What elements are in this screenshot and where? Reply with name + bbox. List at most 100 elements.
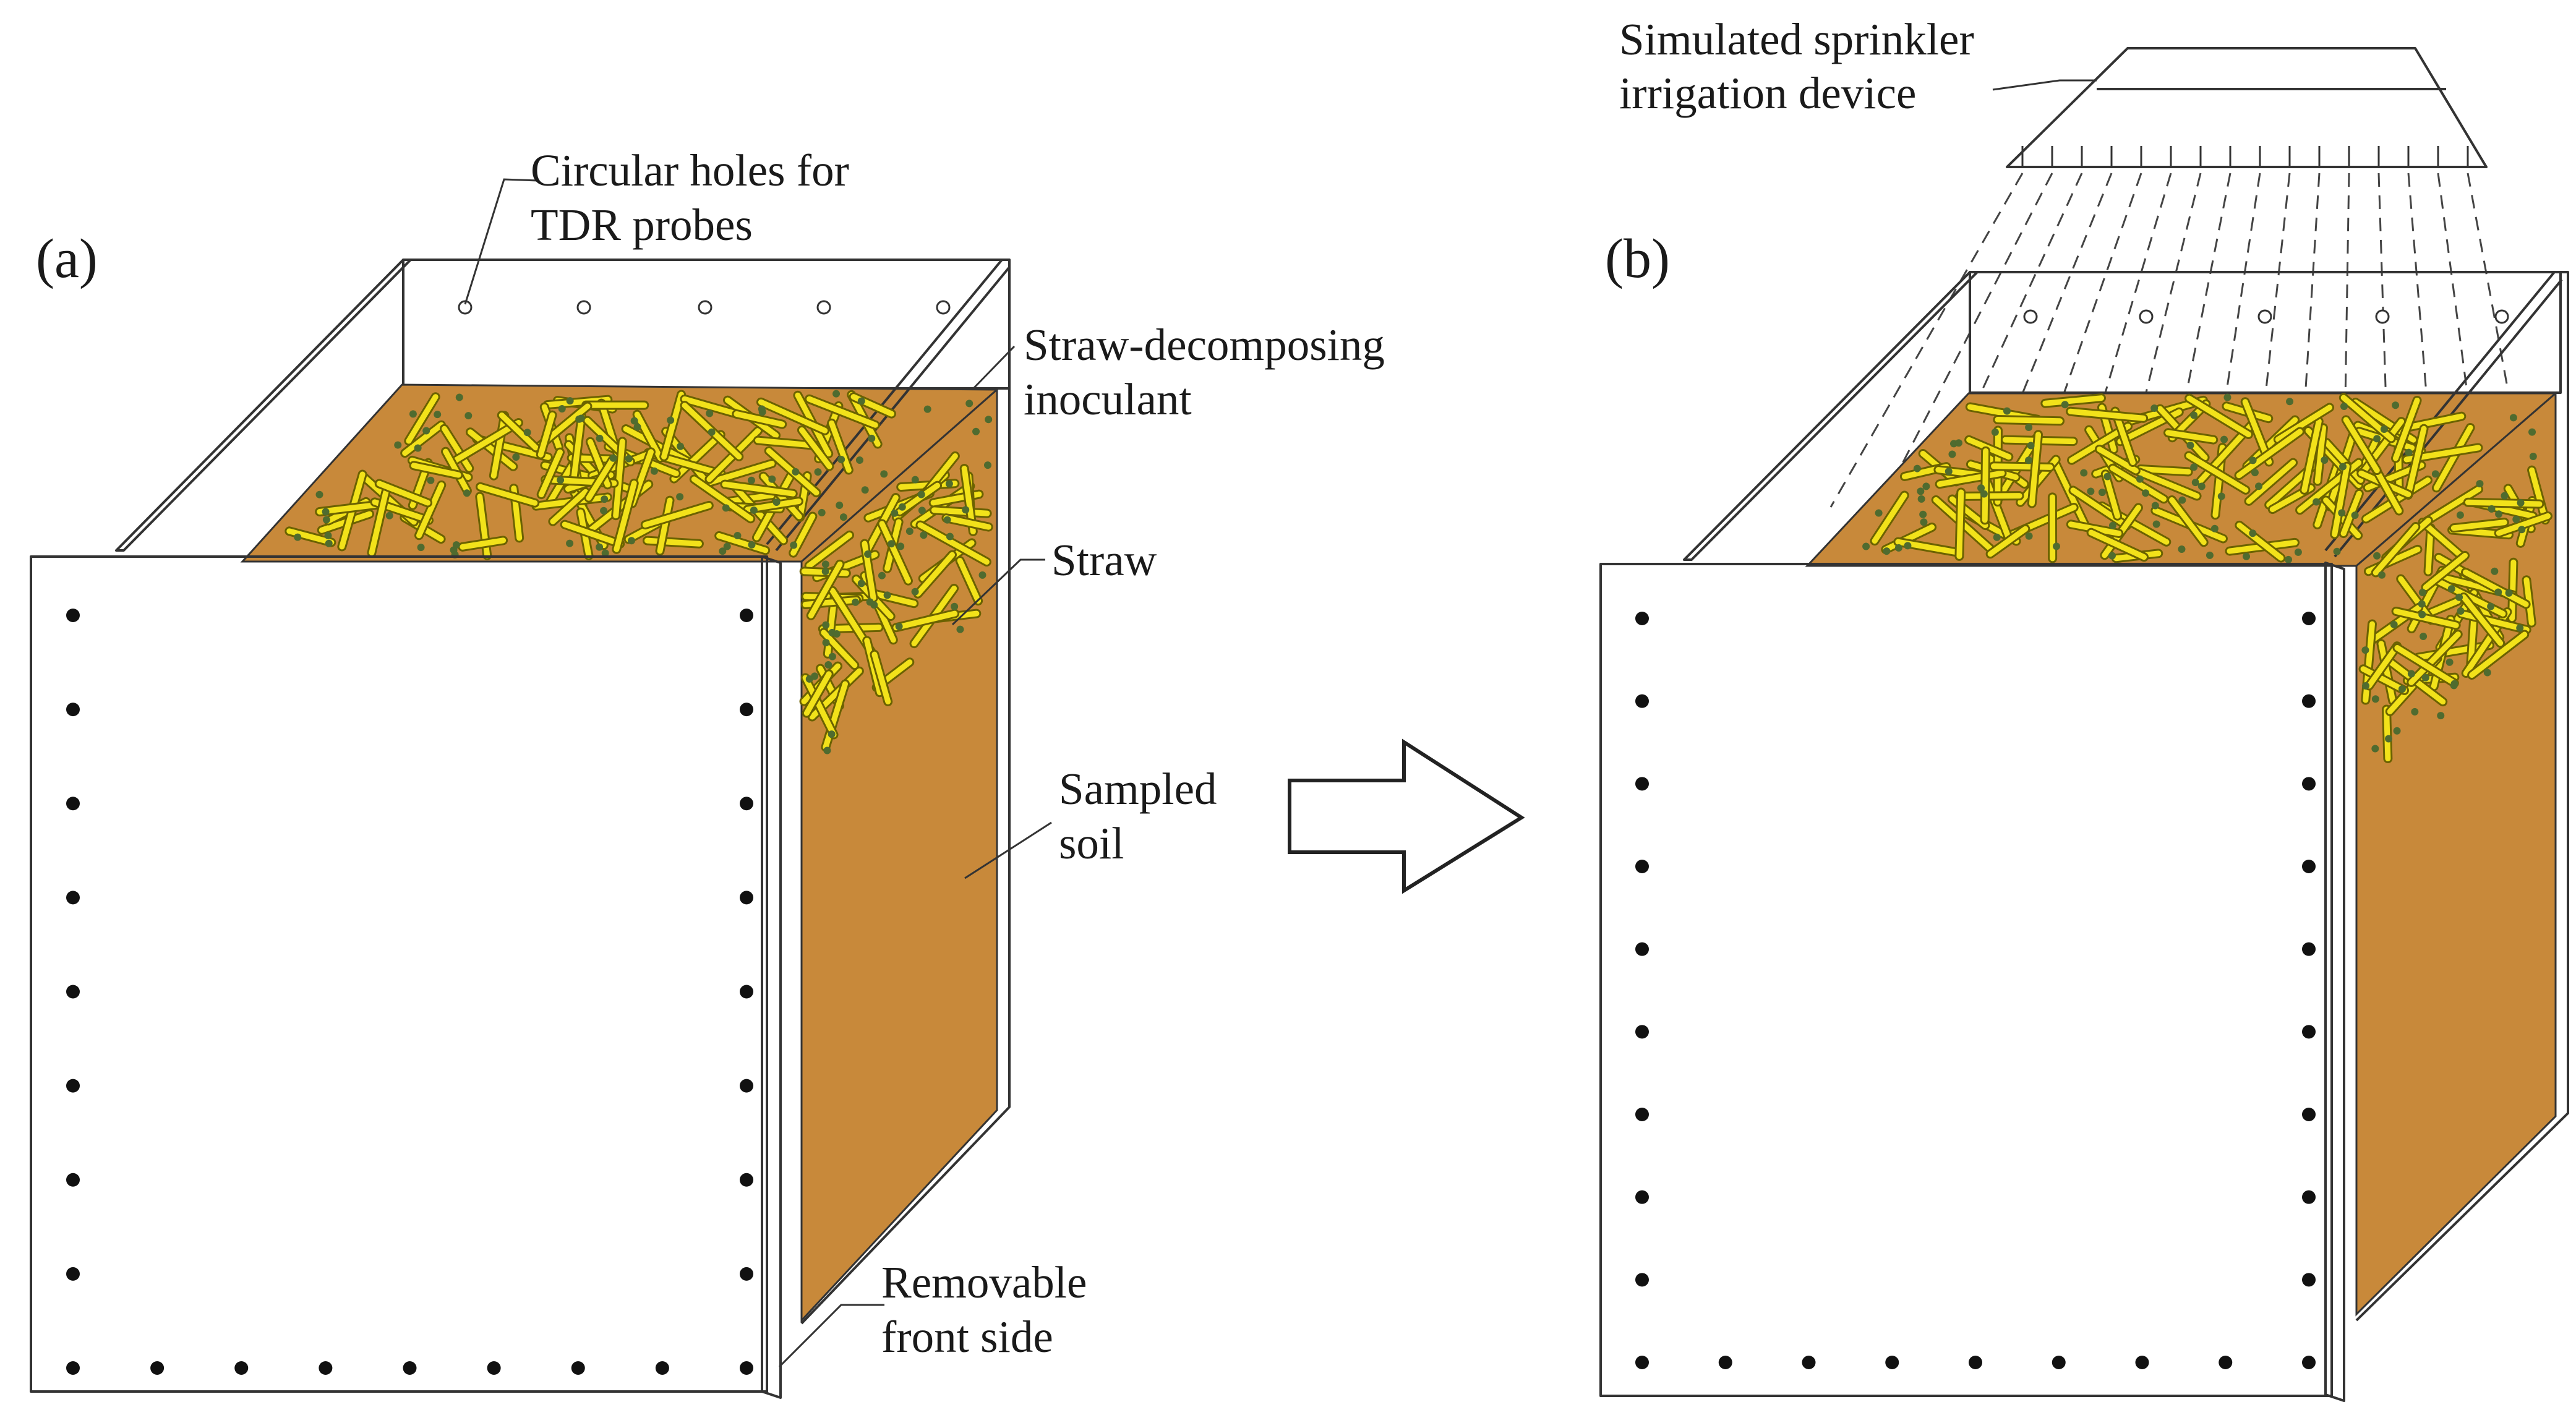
straw: [537, 412, 555, 458]
inoculant-dot: [946, 532, 954, 541]
spray-line: [1829, 173, 2024, 508]
straw: [2421, 486, 2481, 526]
bolt: [403, 1361, 417, 1375]
inoculant-dot: [315, 490, 323, 498]
inoculant-dot: [600, 507, 608, 515]
label-inoculant-line2: inoculant: [1024, 374, 1192, 424]
inoculant-dot: [972, 427, 980, 435]
rail-left-b: [1683, 271, 1979, 561]
straw: [807, 396, 878, 428]
straw: [2356, 419, 2405, 481]
inoculant-dot: [722, 504, 730, 512]
inoculant-dot: [2136, 475, 2144, 483]
inoculant-dot: [1954, 439, 1962, 447]
spray-line: [2202, 173, 2261, 542]
straw: [931, 507, 990, 516]
inoculant-dot: [2340, 403, 2348, 411]
bolt: [1635, 1025, 1649, 1039]
inoculant-dot: [676, 493, 684, 501]
straw: [538, 449, 563, 498]
inoculant-dot: [2025, 532, 2033, 540]
inoculant-dot: [464, 412, 473, 420]
inoculant-dot: [601, 549, 609, 557]
bolt: [2052, 1356, 2066, 1369]
straw: [317, 501, 385, 515]
inoculant-dot: [2003, 407, 2011, 415]
inoculant-dot: [2285, 555, 2293, 563]
inoculant-dot: [625, 455, 633, 463]
straw: [634, 411, 663, 461]
spray-line: [2437, 173, 2484, 513]
inoculant-dot: [2197, 482, 2206, 490]
inoculant-dot: [790, 541, 798, 549]
bolt: [319, 1361, 333, 1375]
bolt: [1635, 860, 1649, 873]
inoculant-dot: [2505, 589, 2513, 597]
bolt: [1635, 1190, 1649, 1204]
inoculant-dot: [609, 454, 617, 462]
bolt: [740, 985, 753, 999]
straw: [867, 589, 917, 607]
inoculant-dot: [917, 490, 925, 498]
bolt: [66, 891, 80, 905]
straw: [613, 438, 625, 519]
inoculant-dot: [414, 444, 422, 452]
tdr-hole: [936, 300, 951, 315]
bolt: [1635, 777, 1649, 791]
inoculant-dot: [748, 541, 756, 549]
straw: [1956, 489, 1964, 559]
inoculant-dot: [322, 516, 330, 524]
inoculant-dot: [1948, 450, 1956, 458]
inoculant-dot: [2027, 442, 2035, 450]
inoculant-dot: [2393, 727, 2401, 735]
bolt: [1718, 1356, 1732, 1369]
bolt: [2302, 612, 2316, 625]
tdr-holes-a: [458, 300, 951, 315]
side-rail-b: [2324, 271, 2556, 552]
straw: [2384, 706, 2391, 762]
inoculant-dot: [923, 405, 931, 413]
straw: [2088, 529, 2147, 560]
inoculant-dot: [2220, 435, 2228, 443]
inoculant-dot: [325, 539, 333, 547]
front-panel-a: [30, 555, 768, 1393]
inoculant-dot: [558, 405, 566, 413]
leader-soil-a: [964, 821, 1052, 879]
straw: [2340, 490, 2362, 537]
straw: [802, 675, 837, 738]
bolt: [1802, 1356, 1816, 1369]
straw: [499, 412, 539, 451]
inoculant-dot: [818, 508, 826, 516]
inoculant-dot: [918, 507, 926, 515]
inoculant-dot: [601, 495, 609, 503]
inoculant-dot: [2407, 670, 2415, 678]
inoculant-dot: [324, 531, 332, 539]
inoculant-dot: [1919, 510, 1927, 518]
straw: [915, 552, 956, 597]
inoculant-dot: [2457, 607, 2465, 615]
inoculant-dot: [2371, 745, 2379, 753]
inoculant-dot: [868, 434, 876, 442]
inoculant-dot: [2421, 673, 2429, 682]
inoculant-dot: [650, 467, 658, 475]
inoculant-dot: [2491, 567, 2499, 575]
straw: [2042, 395, 2104, 406]
straw: [806, 532, 853, 569]
inoculant-dot: [2223, 393, 2232, 401]
inoculant-dot: [2103, 472, 2112, 481]
straw: [2393, 608, 2459, 628]
inoculant-dot: [895, 622, 903, 630]
straw: [1987, 526, 2029, 557]
inoculant-dot: [836, 501, 844, 509]
inoculant-dot: [2518, 526, 2526, 534]
straw: [1995, 417, 2063, 424]
inoculant-dot: [2516, 624, 2524, 632]
inoculant-dot: [2178, 545, 2186, 554]
inoculant-dot: [2108, 552, 2116, 560]
inoculant-dot: [2080, 469, 2088, 477]
inoculant-dot: [2186, 442, 2194, 450]
inoculant-dot: [839, 513, 847, 521]
straw: [957, 558, 982, 604]
bolt: [66, 985, 80, 999]
inoculant-dot: [294, 533, 302, 541]
